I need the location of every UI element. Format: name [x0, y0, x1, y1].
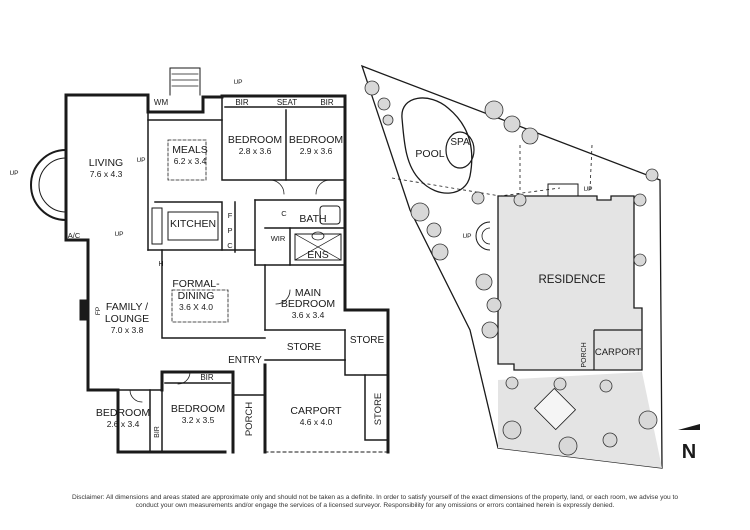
dining-table: [171, 289, 229, 323]
room-bedroom-bottom1-name: BEDROOM: [96, 407, 150, 419]
label-f: F: [228, 211, 233, 220]
label-ac: A/C: [68, 231, 81, 240]
room-family-dims: 7.0 x 3.8: [111, 325, 144, 335]
label-seat: SEAT: [277, 98, 297, 107]
room-main-bedroom-name-2: BEDROOM: [281, 298, 335, 310]
room-bedroom-bottom2-name: BEDROOM: [171, 403, 225, 415]
label-store-center: STORE: [287, 342, 322, 353]
room-living-dims: 7.6 x 4.3: [90, 169, 123, 179]
room-formal-dining-dims: 3.6 X 4.0: [179, 302, 213, 312]
room-carport-name: CARPORT: [290, 405, 342, 417]
label-bir-vertical: BIR: [154, 426, 161, 438]
label-bir-top-1: BIR: [235, 98, 249, 107]
room-bedroom-bottom1-dims: 2.6 x 3.4: [107, 419, 140, 429]
site-plan: [360, 64, 663, 469]
meals-table: [167, 139, 207, 181]
label-wm: WM: [154, 98, 169, 107]
fireplace-icon: [79, 299, 89, 321]
label-entry: ENTRY: [228, 355, 262, 366]
label-fp: FP: [95, 307, 102, 315]
room-main-bedroom-dims: 3.6 x 3.4: [292, 310, 325, 320]
room-formal-dining-name-2: DINING: [178, 290, 215, 302]
room-bedroom-top2-name: BEDROOM: [289, 134, 343, 146]
site-plan-labels: POOL SPA RESIDENCE CARPORT PORCH UP UP: [415, 137, 641, 368]
room-family-name-2: LOUNGE: [105, 313, 149, 325]
door-swings: [129, 179, 331, 403]
room-meals-name: MEALS: [172, 144, 208, 156]
bay-window-inner: [38, 157, 67, 213]
label-h: H: [158, 261, 163, 268]
label-store-right: STORE: [350, 335, 385, 346]
label-bir-bottom: BIR: [200, 373, 214, 382]
label-c-pantry: C: [227, 241, 233, 250]
room-bedroom-top1-name: BEDROOM: [228, 134, 282, 146]
room-meals-dims: 6.2 x 3.4: [174, 156, 207, 166]
floor-plan-labels: LIVING 7.6 x 4.3 MEALS 6.2 x 3.4 BEDROOM…: [9, 79, 384, 438]
site-pool-label: POOL: [415, 148, 444, 160]
driveway-planter: [533, 387, 577, 431]
room-main-bedroom-name-1: MAIN: [295, 287, 321, 299]
label-bir-top-2: BIR: [320, 98, 334, 107]
room-formal-dining-name-1: FORMAL-: [172, 278, 220, 290]
north-arrow-icon: [678, 424, 700, 430]
room-kitchen-name: KITCHEN: [170, 218, 216, 230]
site-carport-label: CARPORT: [595, 347, 641, 358]
label-store-vertical: STORE: [373, 393, 384, 426]
spa-shape: [445, 131, 475, 169]
site-up-rear: UP: [583, 186, 592, 193]
interior-walls: [87, 95, 389, 453]
room-bath-name: BATH: [299, 213, 326, 225]
floor-plan: [30, 67, 390, 454]
pool-shape: [401, 97, 473, 194]
room-ens-name: ENS: [307, 249, 329, 261]
rear-stairs: [169, 67, 201, 96]
room-living-name: LIVING: [89, 157, 123, 169]
label-porch: PORCH: [244, 402, 255, 436]
label-wir: WIR: [271, 234, 286, 243]
label-c-linen: C: [281, 209, 287, 218]
north-arrow: N: [678, 424, 700, 463]
label-up-family: UP: [114, 231, 123, 238]
room-bedroom-bottom2-dims: 3.2 x 3.5: [182, 415, 215, 425]
room-bedroom-top2-dims: 2.9 x 3.6: [300, 146, 333, 156]
site-spa-label: SPA: [450, 137, 470, 148]
site-up-left: UP: [462, 233, 471, 240]
ensuite-shower: [294, 233, 342, 261]
label-up-living: UP: [9, 170, 18, 177]
exterior-walls: [64, 93, 390, 454]
room-bedroom-top1-dims: 2.8 x 3.6: [239, 146, 272, 156]
label-p: P: [227, 226, 232, 235]
site-residence-label: RESIDENCE: [538, 274, 605, 286]
bath-tub: [319, 205, 341, 225]
driveway: [498, 372, 662, 468]
kitchen-bench: [167, 211, 219, 241]
kitchen-cabinet: [151, 207, 163, 245]
disclaimer-text: Disclaimer: All dimensions and areas sta…: [71, 494, 679, 510]
room-family-name-1: FAMILY /: [106, 301, 148, 313]
label-up-stairs: UP: [233, 79, 242, 86]
site-trees: [364, 80, 659, 456]
site-porch-label: PORCH: [581, 342, 588, 367]
residence-footprint: [497, 195, 643, 371]
bay-window: [30, 148, 68, 222]
north-label: N: [682, 441, 696, 463]
label-up-meals: UP: [136, 157, 145, 164]
site-rear-steps: [547, 183, 579, 197]
room-carport-dims: 4.6 x 4.0: [300, 417, 333, 427]
vanity-basin: [311, 231, 325, 241]
